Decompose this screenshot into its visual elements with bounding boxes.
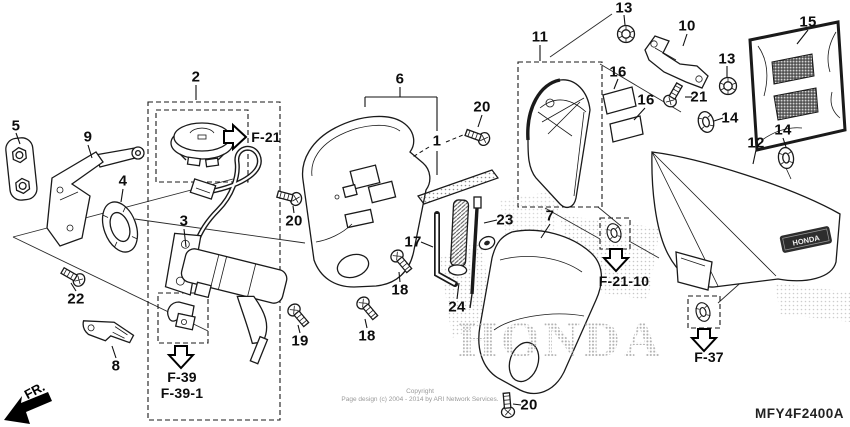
nut-part13-right: [718, 76, 738, 96]
tank-cover-part1: [301, 115, 431, 288]
copyright-line2: Page design (c) 2004 - 2014 by ARI Netwo…: [341, 396, 499, 403]
bolt-part21: [660, 80, 686, 110]
garnish-group-box: [517, 61, 603, 208]
lock-cylinder-part3: [164, 232, 288, 365]
rubber-strip: [417, 169, 499, 205]
side-cover-part12: HONDA: [651, 151, 841, 291]
lock-joint-part4: [101, 201, 139, 253]
copyright-line1: Copyright: [406, 388, 434, 395]
grommet-part14-right: [776, 145, 796, 171]
grommet-f37: [693, 300, 713, 324]
leader-lines: [15, 14, 809, 406]
key-part8: [82, 320, 135, 344]
tool-rod-part23: [469, 196, 482, 309]
label-sheet-part15: [748, 20, 847, 152]
screw-part18-lower: [353, 293, 381, 323]
cap-cable: [189, 145, 262, 245]
tool-grip-part24: [447, 199, 470, 276]
grommet-part14-left: [695, 109, 717, 135]
tool-wrench-part17: [434, 211, 458, 287]
clamp-f39: [167, 301, 196, 331]
bracket-part9: [46, 146, 145, 247]
fr-arrow-icon: [4, 392, 52, 424]
garnish-part11: [526, 78, 591, 209]
arrow-f39: [168, 345, 194, 369]
fuel-cap-part2: [170, 122, 234, 168]
bracket-part10: [644, 35, 709, 89]
arrow-f37: [691, 328, 717, 352]
side-cover-part7: [478, 229, 602, 395]
labels-part16: [602, 86, 644, 143]
nut-part13-left: [616, 24, 636, 44]
copyright-note: Copyright Page design (c) 2004 - 2014 by…: [320, 388, 520, 404]
honda-emblem: HONDA: [778, 224, 834, 255]
screw-part22: [58, 264, 88, 290]
screw-part20-top: [463, 125, 493, 148]
lock-set-group-box: [147, 101, 281, 421]
honda-watermark: HONDA: [458, 311, 664, 367]
stay-plate-part5: [5, 137, 38, 201]
diagram-code: MFY4F2400A: [754, 406, 844, 421]
screw-part19: [284, 300, 312, 330]
